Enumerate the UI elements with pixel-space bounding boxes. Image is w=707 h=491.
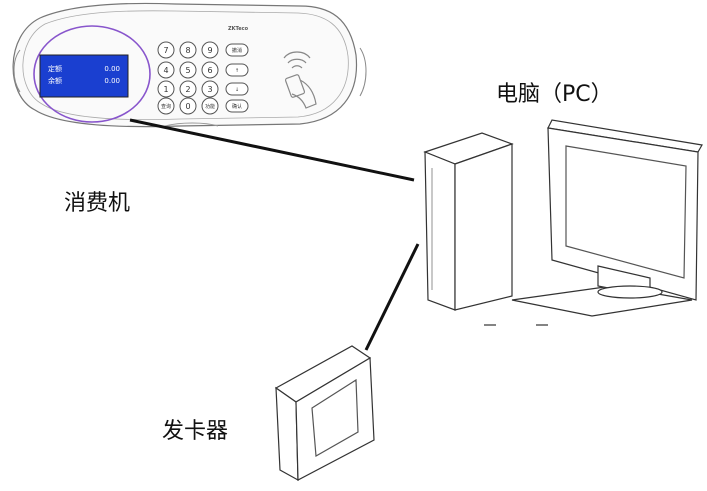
key-function: 功能 — [205, 103, 215, 110]
screen-row1-value: 0.00 — [104, 65, 120, 73]
key-cancel: 撤消 — [232, 47, 242, 54]
screen-row1-label: 定额 — [48, 64, 62, 73]
pc — [423, 119, 703, 326]
key-3: 3 — [207, 85, 212, 94]
consumption-terminal: 定额 0.00 余额 0.00 ZKTeco 7 8 9 撤消 4 5 6 ↑ … — [12, 2, 367, 128]
cardissuer-pc-connection — [364, 243, 420, 351]
pc-monitor — [547, 119, 703, 301]
key-9: 9 — [207, 46, 212, 55]
screen-row2-value: 0.00 — [104, 77, 120, 85]
card-issuer — [274, 345, 375, 482]
key-4: 4 — [163, 66, 168, 75]
pc-tower — [423, 132, 514, 311]
key-6: 6 — [207, 66, 212, 75]
screen-row2-label: 余额 — [48, 76, 62, 85]
key-confirm: 确认 — [232, 103, 242, 110]
key-1: 1 — [163, 85, 168, 94]
card-reader-icon — [283, 51, 317, 109]
card-issuer-label: 发卡器 — [162, 419, 228, 444]
terminal-screen — [39, 54, 129, 98]
key-5: 5 — [185, 66, 190, 75]
key-down: ↓ — [235, 87, 239, 93]
key-7: 7 — [163, 46, 168, 55]
terminal-brand: ZKTeco — [228, 26, 249, 32]
key-0: 0 — [185, 102, 190, 111]
key-up: ↑ — [235, 68, 239, 74]
terminal-label: 消费机 — [64, 191, 130, 216]
screen-frame — [33, 25, 151, 123]
key-8: 8 — [185, 46, 190, 55]
terminal-pc-connection — [129, 118, 415, 182]
key-query: 查询 — [161, 103, 171, 110]
pc-label: 电脑（PC） — [496, 82, 613, 107]
key-2: 2 — [185, 85, 190, 94]
